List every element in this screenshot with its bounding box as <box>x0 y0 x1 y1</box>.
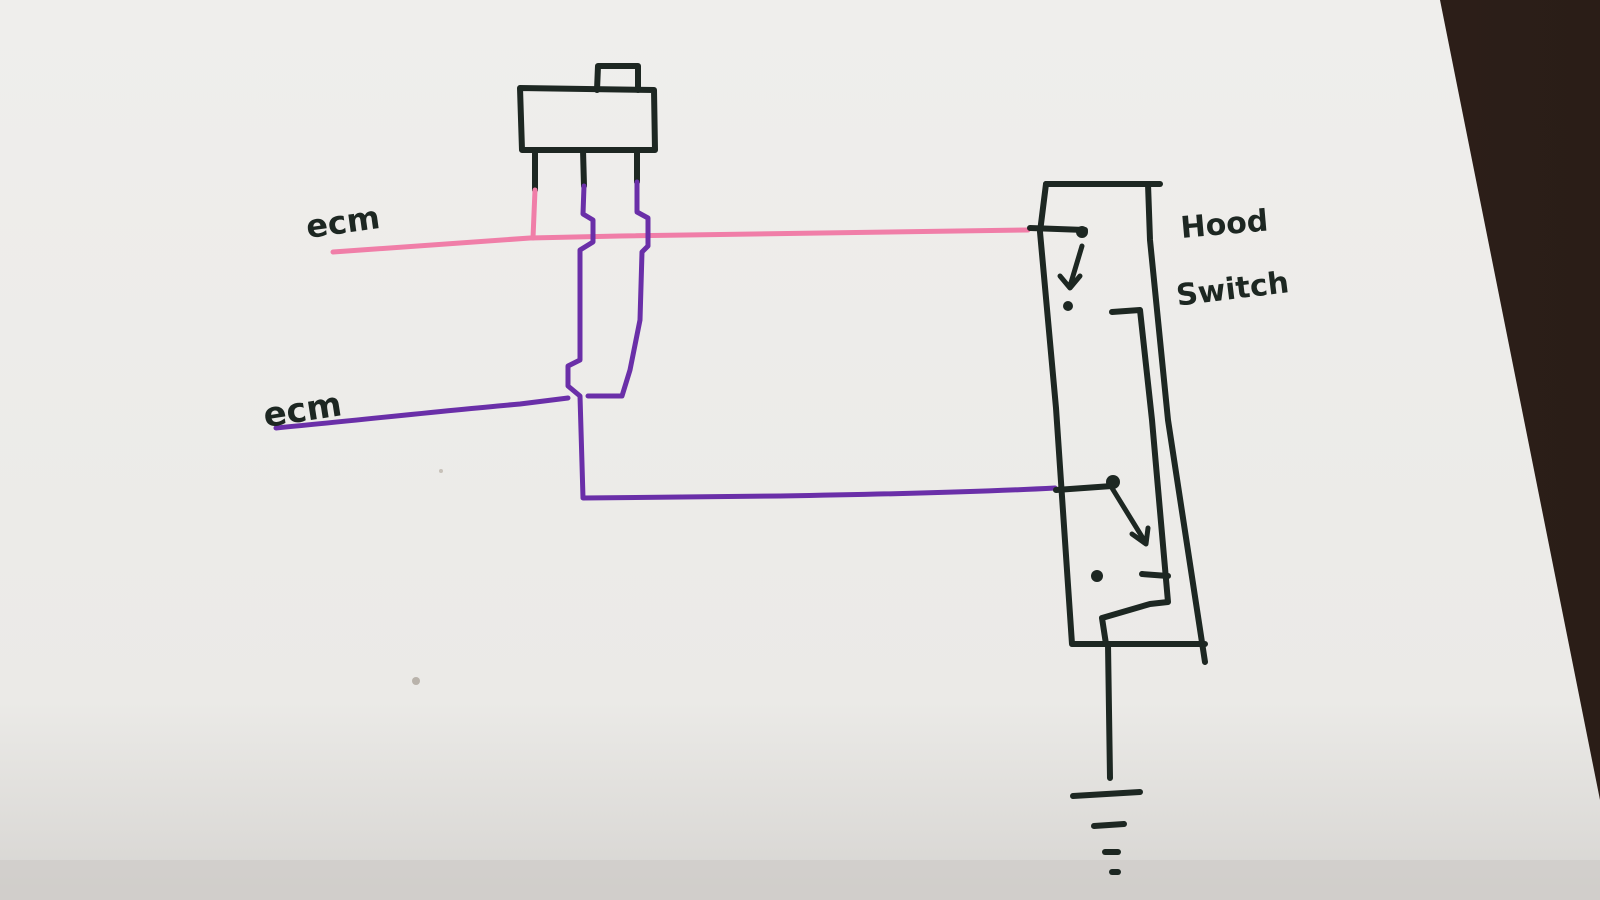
paper-speck <box>412 677 420 685</box>
hood-switch-contacts <box>1057 243 1151 547</box>
hood-switch <box>1027 181 1208 781</box>
paper-shadow <box>0 860 1600 900</box>
slide-switch <box>517 63 658 193</box>
hood-contact-top-lead <box>1027 225 1088 233</box>
contact-dots <box>1063 226 1120 582</box>
top-arrow-head <box>1057 273 1083 291</box>
hood-switch-label-line1: Hood <box>1179 203 1270 246</box>
paper-speck <box>439 469 443 473</box>
purple-wire <box>273 179 1058 501</box>
hood-switch-right-edge <box>1145 181 1208 665</box>
top-arrow-shaft <box>1067 243 1085 289</box>
bottom-arrow-head <box>1129 525 1151 547</box>
hood-internal-stub <box>1139 571 1171 579</box>
slide-switch-actuator <box>594 63 641 93</box>
hood-contact-bottom-lead <box>1053 483 1115 493</box>
ground-icon <box>1070 789 1143 875</box>
switch-pin-middle <box>580 147 587 189</box>
ground-lead <box>1105 641 1113 781</box>
hood-internal-path <box>1099 307 1171 647</box>
bottom-arrow-shaft <box>1109 485 1147 543</box>
slide-switch-body <box>517 85 658 153</box>
hood-switch-left-edge <box>1037 181 1208 647</box>
